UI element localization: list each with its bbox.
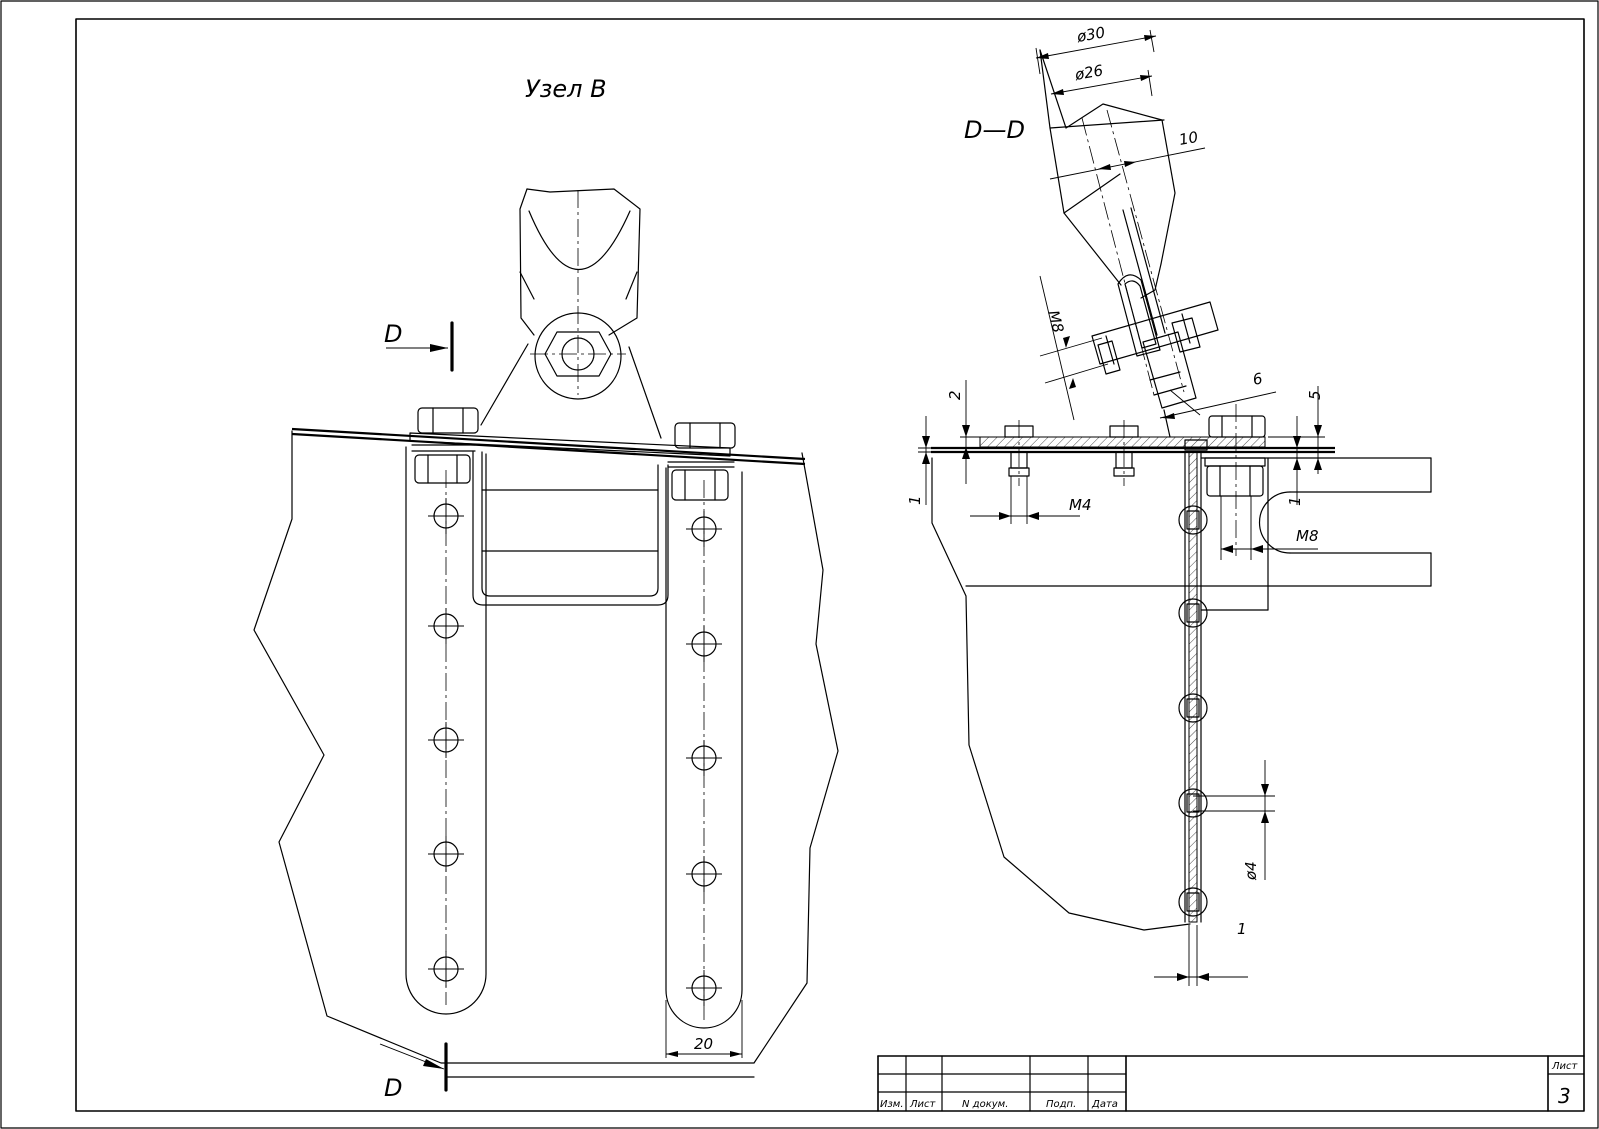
rivet-hole — [686, 626, 722, 662]
rivet — [1178, 887, 1208, 917]
m4-bolt-2 — [1109, 420, 1139, 486]
svg-text:10: 10 — [1178, 128, 1200, 149]
dimension-5: 5 — [1268, 386, 1325, 474]
rivet-hole — [428, 722, 464, 758]
dimension-20: 20 — [665, 1000, 743, 1058]
rivet-holes-right — [686, 511, 722, 1006]
panel-outline — [253, 430, 839, 1064]
dimension-1-right: 1 — [1286, 416, 1304, 506]
svg-text:6: 6 — [1251, 369, 1264, 389]
bolt-left — [411, 407, 479, 484]
dimension-m8-bolt: M8 — [1039, 275, 1109, 421]
dimension-1-left: 1 — [906, 416, 940, 505]
rivet-hole — [686, 511, 722, 547]
title-block: Изм. Лист N докум. Подп. Дата Лист 3 — [877, 1055, 1585, 1112]
rivet — [1178, 693, 1208, 723]
title-list: Лист — [909, 1099, 937, 1110]
dimension-m4: M4 — [970, 476, 1092, 524]
title-podp: Подп. — [1046, 1099, 1076, 1110]
svg-text:M8: M8 — [1296, 527, 1319, 545]
section-panel-outline — [931, 457, 1191, 931]
bolt-right — [667, 422, 736, 501]
section-dd-view: D—D — [906, 23, 1432, 986]
dimension-m8-bottom: M8 — [1220, 496, 1319, 560]
rivet-hole — [428, 498, 464, 534]
lug-circle — [534, 312, 622, 400]
svg-text:ø30: ø30 — [1075, 23, 1107, 46]
title-sheet-number: 3 — [1558, 1084, 1571, 1108]
rivet — [1178, 788, 1208, 818]
dimension-1-bottom: 1 — [1154, 920, 1248, 986]
rivet-hole — [428, 951, 464, 987]
node-title: Узел В — [525, 75, 607, 103]
u-channel — [472, 451, 669, 606]
svg-text:1: 1 — [1237, 920, 1247, 938]
svg-text:2: 2 — [946, 390, 964, 400]
section-title: D—D — [964, 116, 1025, 144]
node-b-view: Узел В — [253, 75, 839, 1102]
horizontal-flange — [979, 436, 1266, 448]
rivet — [1178, 598, 1208, 628]
rivet-hole — [686, 970, 722, 1006]
m8-bolt — [1204, 404, 1266, 556]
rivet — [1178, 505, 1208, 535]
svg-text:5: 5 — [1306, 390, 1324, 400]
rivet-holes-left — [428, 498, 464, 987]
dimension-10: 10 — [1049, 128, 1206, 180]
svg-text:1: 1 — [1286, 496, 1304, 506]
angle-fillet — [1184, 439, 1208, 451]
dimension-6: 6 — [1159, 369, 1277, 419]
section-skin — [931, 446, 1335, 454]
dimension-d26: ø26 — [1050, 61, 1153, 97]
svg-text:D: D — [384, 1074, 402, 1102]
m4-bolt-1 — [1004, 420, 1034, 486]
section-mark-top: D — [384, 320, 454, 372]
svg-text:ø4: ø4 — [1242, 861, 1260, 881]
svg-text:M4: M4 — [1069, 496, 1092, 514]
dimension-d4: ø4 — [1193, 760, 1275, 881]
title-izm: Изм. — [880, 1099, 904, 1110]
title-sheet-label: Лист — [1551, 1061, 1579, 1072]
rivet-hole — [428, 608, 464, 644]
dimension-2: 2 — [946, 380, 1005, 484]
skin-line — [291, 427, 806, 466]
rivet-hole — [686, 856, 722, 892]
section-mark-bottom: D — [379, 1042, 755, 1102]
web-rivets — [1178, 505, 1208, 917]
dimension-d30: ø30 — [1035, 23, 1157, 75]
clevis-fitting — [480, 188, 662, 439]
title-ndokum: N докум. — [962, 1099, 1008, 1110]
svg-text:1: 1 — [906, 495, 924, 505]
vertical-web — [1188, 451, 1198, 923]
svg-text:20: 20 — [694, 1035, 713, 1053]
svg-text:M8: M8 — [1044, 308, 1067, 334]
fork-bolt — [1091, 301, 1219, 438]
svg-text:ø26: ø26 — [1073, 61, 1105, 84]
fitting-plate — [409, 432, 731, 457]
rivet-hole — [686, 740, 722, 776]
title-data: Дата — [1091, 1099, 1118, 1110]
svg-text:D: D — [384, 320, 402, 348]
rivet-hole — [428, 836, 464, 872]
